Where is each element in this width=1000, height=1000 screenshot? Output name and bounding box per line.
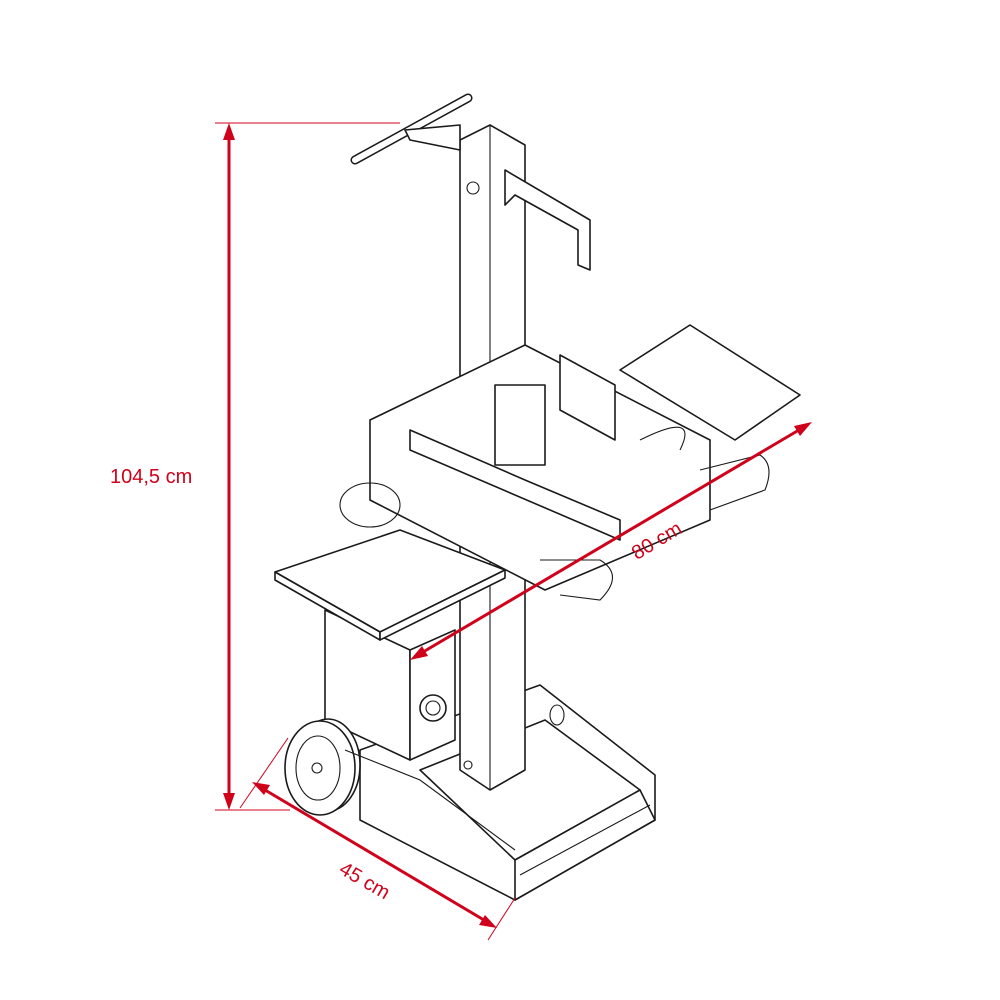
height-dimension — [215, 122, 400, 811]
wheel — [284, 718, 516, 851]
handle — [350, 93, 473, 165]
motor-housing — [324, 609, 456, 761]
front-table — [274, 529, 506, 641]
wedge-bracket — [504, 169, 591, 271]
width-dimension — [239, 737, 516, 941]
height-label: 104,5 cm — [110, 466, 193, 488]
length-dimension — [410, 422, 812, 660]
rear-mechanism — [339, 324, 801, 601]
